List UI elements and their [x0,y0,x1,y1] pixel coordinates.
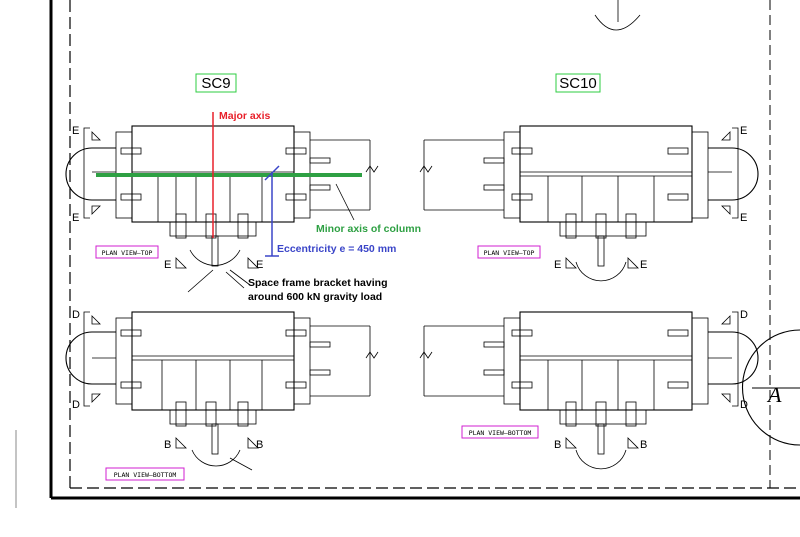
section-mark-e: E [256,259,263,271]
section-mark-e: E [554,259,561,271]
sc9-title-box [195,73,237,93]
section-mark-e: E [740,212,747,224]
sc9-bottom-detail: D D B B [65,309,379,471]
sc9-title: SC9 [201,75,230,92]
plan-label-sc9-bottom: PLAN VIEW—BOTTOM [114,471,177,479]
top-arc [594,14,641,31]
sheet-border [15,0,800,508]
section-mark-b: B [256,439,263,451]
plan-label-sc10-bottom-box [461,425,539,439]
bracket-leader [225,271,245,289]
section-mark-d: D [740,399,748,411]
section-mark-d: D [72,399,80,411]
sc10-title-box [555,73,601,93]
section-mark-a: A [766,382,782,407]
section-mark-d: D [72,309,80,321]
eccentricity-label: Eccentricity e = 450 mm [277,243,396,255]
section-mark-b: B [640,439,647,451]
section-mark-b: B [554,439,561,451]
bracket-label-line1: Space frame bracket having [248,277,387,289]
minor-axis-leader [335,183,355,221]
sc10-top-detail: E E E E [419,125,759,282]
section-mark-e: E [164,259,171,271]
plan-label-sc10-top: PLAN VIEW—TOP [484,249,535,257]
section-mark-e: E [740,125,747,137]
section-mark-b: B [164,439,171,451]
plan-label-sc9-top-box [95,245,159,259]
section-mark-e: E [72,125,79,137]
major-axis-label: Major axis [219,110,271,122]
plan-label-sc9-top: PLAN VIEW—TOP [102,249,153,257]
sc9-top-detail: E E E E [65,125,379,293]
section-mark-e: E [640,259,647,271]
plan-label-sc10-top-box [477,245,541,259]
plan-label-sc10-bottom: PLAN VIEW—BOTTOM [469,429,532,437]
section-mark-d: D [740,309,748,321]
bracket-label-line2: around 600 kN gravity load [248,291,382,303]
sc10-title: SC10 [559,75,597,92]
plan-label-sc9-bottom-box [105,467,185,481]
section-mark-e: E [72,212,79,224]
section-circle-a: A [742,329,800,446]
minor-axis-label: Minor axis of column [316,223,421,235]
eccentricity-dimension [264,165,280,257]
sc10-bottom-detail: D D B B [419,309,759,470]
